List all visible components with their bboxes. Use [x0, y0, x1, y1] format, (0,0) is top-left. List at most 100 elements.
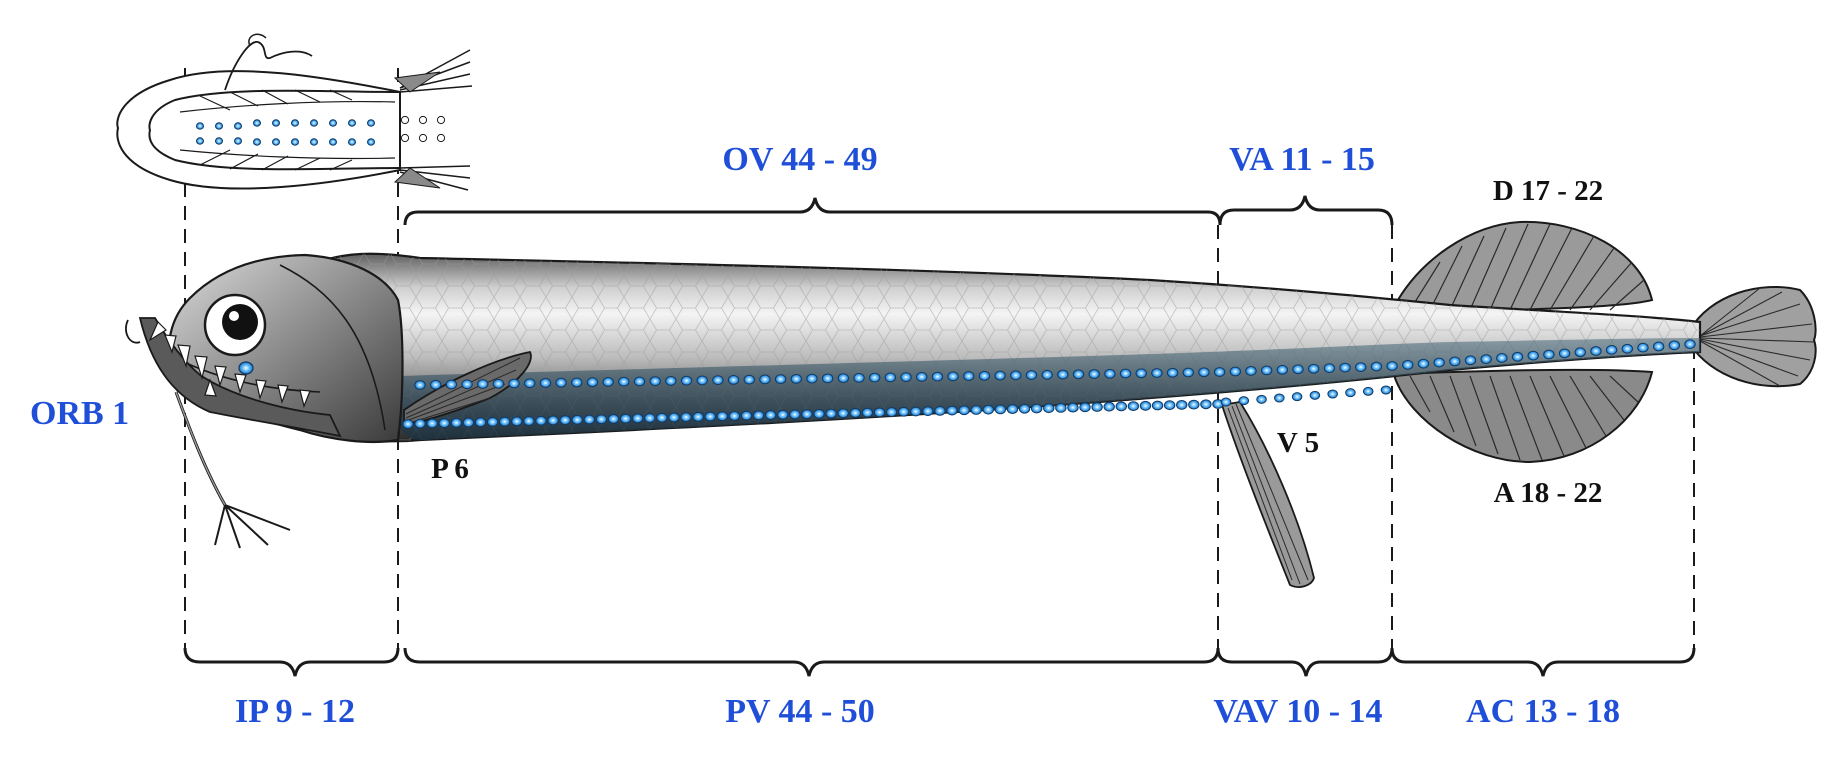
photophore [555, 377, 567, 388]
photophore [633, 376, 646, 387]
photophore [462, 417, 475, 428]
photophore [873, 407, 886, 418]
photophore [1055, 402, 1067, 413]
photophore [1010, 370, 1022, 381]
photophore [696, 375, 708, 386]
photophore [849, 408, 862, 418]
photophore [1079, 402, 1091, 413]
ventral-photophores-body [402, 339, 1696, 429]
photophore [486, 417, 499, 427]
photophore [234, 137, 242, 145]
photophore [743, 374, 755, 385]
photophore [821, 373, 834, 384]
photophore [418, 133, 428, 143]
photophore [1276, 364, 1289, 375]
photophore [1067, 402, 1079, 413]
photophore [253, 119, 261, 127]
photophore [692, 411, 704, 422]
photophore [1668, 340, 1681, 351]
photophore [704, 411, 716, 422]
photophore [1025, 370, 1038, 380]
photophore [474, 417, 487, 428]
photophore [348, 119, 356, 127]
photophore [586, 377, 599, 388]
photophore [1245, 366, 1257, 376]
photophore [253, 138, 261, 146]
photophore [1496, 353, 1508, 363]
photophore [310, 138, 318, 146]
photophore [853, 372, 865, 383]
photophore [728, 411, 741, 421]
photophore [499, 416, 511, 427]
photophore [1327, 389, 1338, 399]
photophore [272, 138, 280, 146]
photophore [402, 419, 414, 429]
label-va: VA 11 - 15 [1229, 141, 1375, 178]
photophore [1139, 400, 1152, 411]
photophore [1543, 349, 1555, 360]
photophore [910, 406, 922, 417]
photophore [1362, 386, 1374, 396]
photophore [801, 409, 813, 420]
photophore [1433, 357, 1445, 368]
photophore [1621, 343, 1633, 354]
photophore [602, 377, 614, 387]
photophore [291, 138, 299, 146]
photophore [1260, 365, 1273, 376]
photophore [310, 119, 318, 127]
anal-fin-icon [1394, 368, 1654, 464]
photophore [571, 377, 583, 388]
label-ip: IP 9 - 12 [235, 693, 355, 730]
photophore [523, 416, 535, 426]
teeth [148, 320, 311, 408]
photophore [1198, 367, 1210, 378]
photophore [1339, 362, 1351, 373]
photophore [1200, 399, 1212, 410]
photophore [1135, 368, 1147, 379]
photophore [1057, 369, 1069, 380]
photophore [632, 413, 644, 424]
photophore [367, 119, 375, 127]
photophore [367, 138, 375, 146]
photophore [1480, 354, 1492, 364]
brace-ip [183, 647, 400, 677]
photophore [752, 410, 765, 421]
photophore [994, 370, 1006, 381]
photophore [740, 410, 753, 421]
photophore [291, 119, 299, 127]
photophore [414, 418, 426, 429]
photophore [1229, 366, 1242, 377]
photophore [1309, 390, 1321, 400]
photophore [897, 406, 910, 417]
photophore [680, 412, 692, 423]
photophore [931, 371, 944, 382]
label-vav: VAV 10 - 14 [1213, 693, 1382, 730]
photophore [1091, 402, 1103, 412]
photophore [619, 413, 632, 424]
photophore [759, 374, 771, 385]
photophore [1163, 400, 1176, 411]
anal-fin-rays [1409, 375, 1639, 461]
photophore [595, 414, 608, 425]
photophore [806, 373, 818, 384]
photophore [1006, 404, 1019, 414]
photophore [1115, 401, 1127, 412]
photophore [1527, 350, 1539, 361]
photophore [649, 376, 661, 387]
photophore [644, 413, 656, 423]
photophore [418, 115, 428, 125]
label-orb: ORB 1 [30, 395, 129, 432]
photophore [970, 405, 982, 415]
photophore [1449, 356, 1461, 367]
photophore [1308, 363, 1320, 374]
photophore [777, 409, 789, 420]
label-anal: A 18 - 22 [1494, 477, 1603, 509]
photophore [1238, 396, 1250, 406]
brace-pv [403, 647, 1220, 677]
photophore [922, 406, 934, 417]
photophore [329, 138, 337, 146]
photophore [547, 415, 559, 426]
photophore [813, 408, 825, 419]
